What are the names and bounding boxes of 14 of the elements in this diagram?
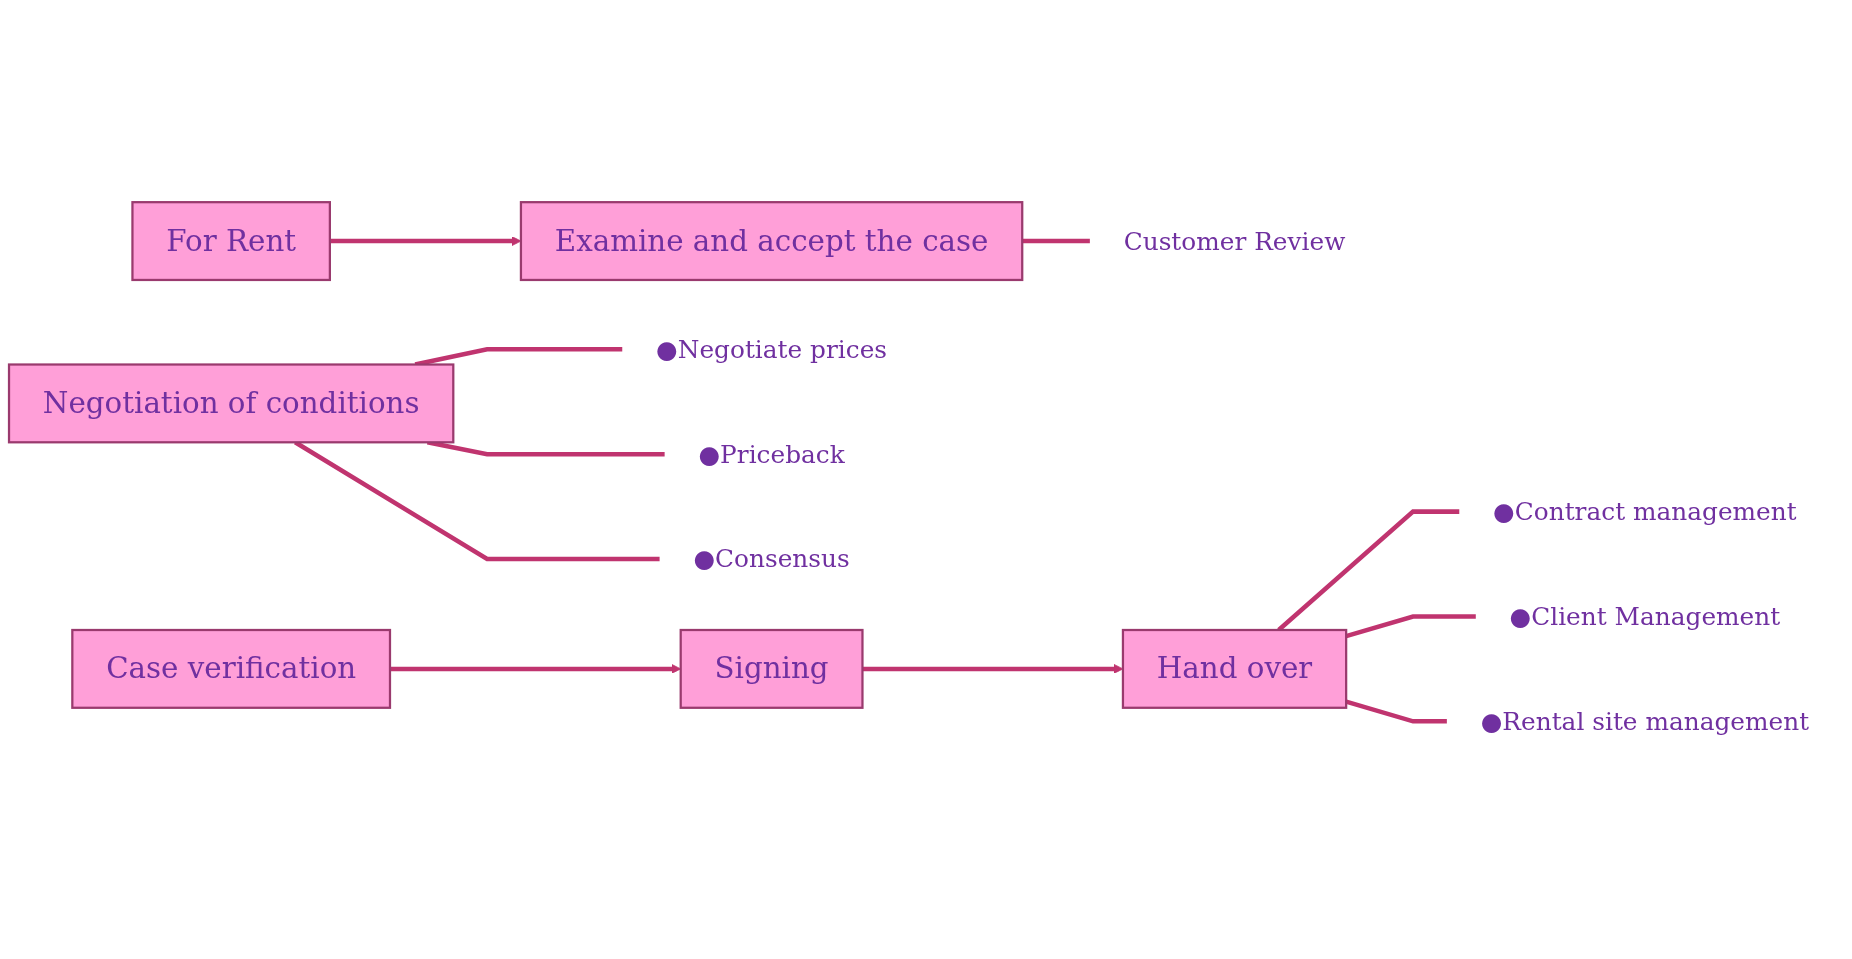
node-box: Hand over (1121, 628, 1348, 709)
node-text: ●Client Management (1509, 602, 1781, 631)
node-box: Negotiation of conditions (7, 363, 455, 444)
node-text: ●Negotiate prices (656, 335, 888, 364)
node-box: For Rent (131, 201, 331, 282)
node-text: ●Rental site management (1480, 707, 1810, 736)
node-text: ●Priceback (698, 440, 845, 469)
node-box: Signing (679, 628, 864, 709)
node-box: Case verification (71, 628, 392, 709)
node-text: ●Consensus (693, 544, 850, 574)
node-text: Customer Review (1123, 226, 1346, 256)
node-text: ●Contract management (1493, 497, 1797, 526)
node-box: Examine and accept the case (519, 201, 1024, 282)
connector (1022, 238, 1090, 244)
